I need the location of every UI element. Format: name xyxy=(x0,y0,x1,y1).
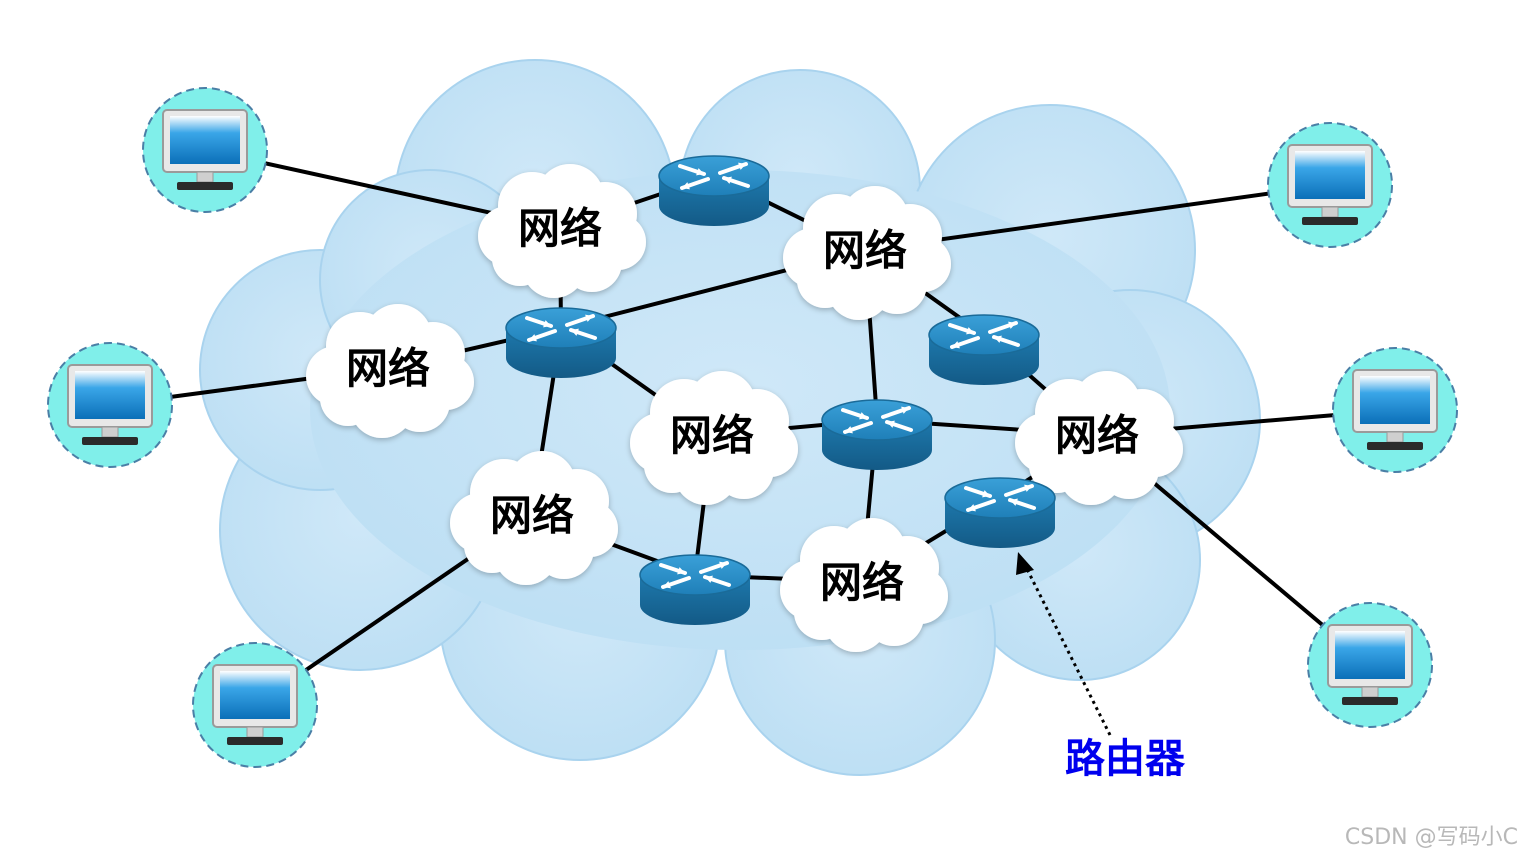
host-computer xyxy=(142,87,268,213)
hosts-layer xyxy=(47,87,1458,768)
network-label: 网络 xyxy=(823,226,907,275)
network-label: 网络 xyxy=(670,411,754,460)
network-label: 网络 xyxy=(1055,411,1139,460)
network-cloud: 网络 xyxy=(450,451,618,585)
network-cloud: 网络 xyxy=(1015,371,1183,505)
host-computer xyxy=(1307,602,1433,728)
network-cloud: 网络 xyxy=(780,518,948,652)
network-cloud: 网络 xyxy=(783,186,951,320)
host-computer xyxy=(1267,122,1393,248)
host-computer xyxy=(47,342,173,468)
network-cloud: 网络 xyxy=(630,371,798,505)
router-callout-arrowhead xyxy=(1016,552,1034,575)
monitor-icon xyxy=(1327,624,1413,705)
monitor-icon xyxy=(212,664,298,745)
router-icon xyxy=(505,307,617,378)
network-cloud: 网络 xyxy=(306,304,474,438)
monitor-icon xyxy=(67,364,153,445)
network-label: 网络 xyxy=(346,344,430,393)
network-label: 网络 xyxy=(820,558,904,607)
network-label: 网络 xyxy=(518,204,602,253)
router-icon xyxy=(821,399,933,470)
watermark: CSDN @写码小C xyxy=(1344,825,1518,850)
monitor-icon xyxy=(1287,144,1373,225)
network-clouds-layer: 网络网络网络网络网络网络网络 xyxy=(306,164,1183,652)
link-n2-h4 xyxy=(863,183,1332,252)
network-label: 网络 xyxy=(490,491,574,540)
routers-layer xyxy=(505,155,1056,625)
router-icon xyxy=(944,477,1056,548)
router-icon xyxy=(658,155,770,226)
router-icon xyxy=(928,314,1040,385)
router-callout-label: 路由器 xyxy=(1065,736,1186,782)
monitor-icon xyxy=(162,109,248,190)
router-icon xyxy=(639,554,751,625)
host-computer xyxy=(1332,347,1458,473)
monitor-icon xyxy=(1352,369,1438,450)
host-computer xyxy=(192,642,318,768)
router-callout: 路由器 xyxy=(1016,552,1186,782)
network-cloud: 网络 xyxy=(478,164,646,298)
